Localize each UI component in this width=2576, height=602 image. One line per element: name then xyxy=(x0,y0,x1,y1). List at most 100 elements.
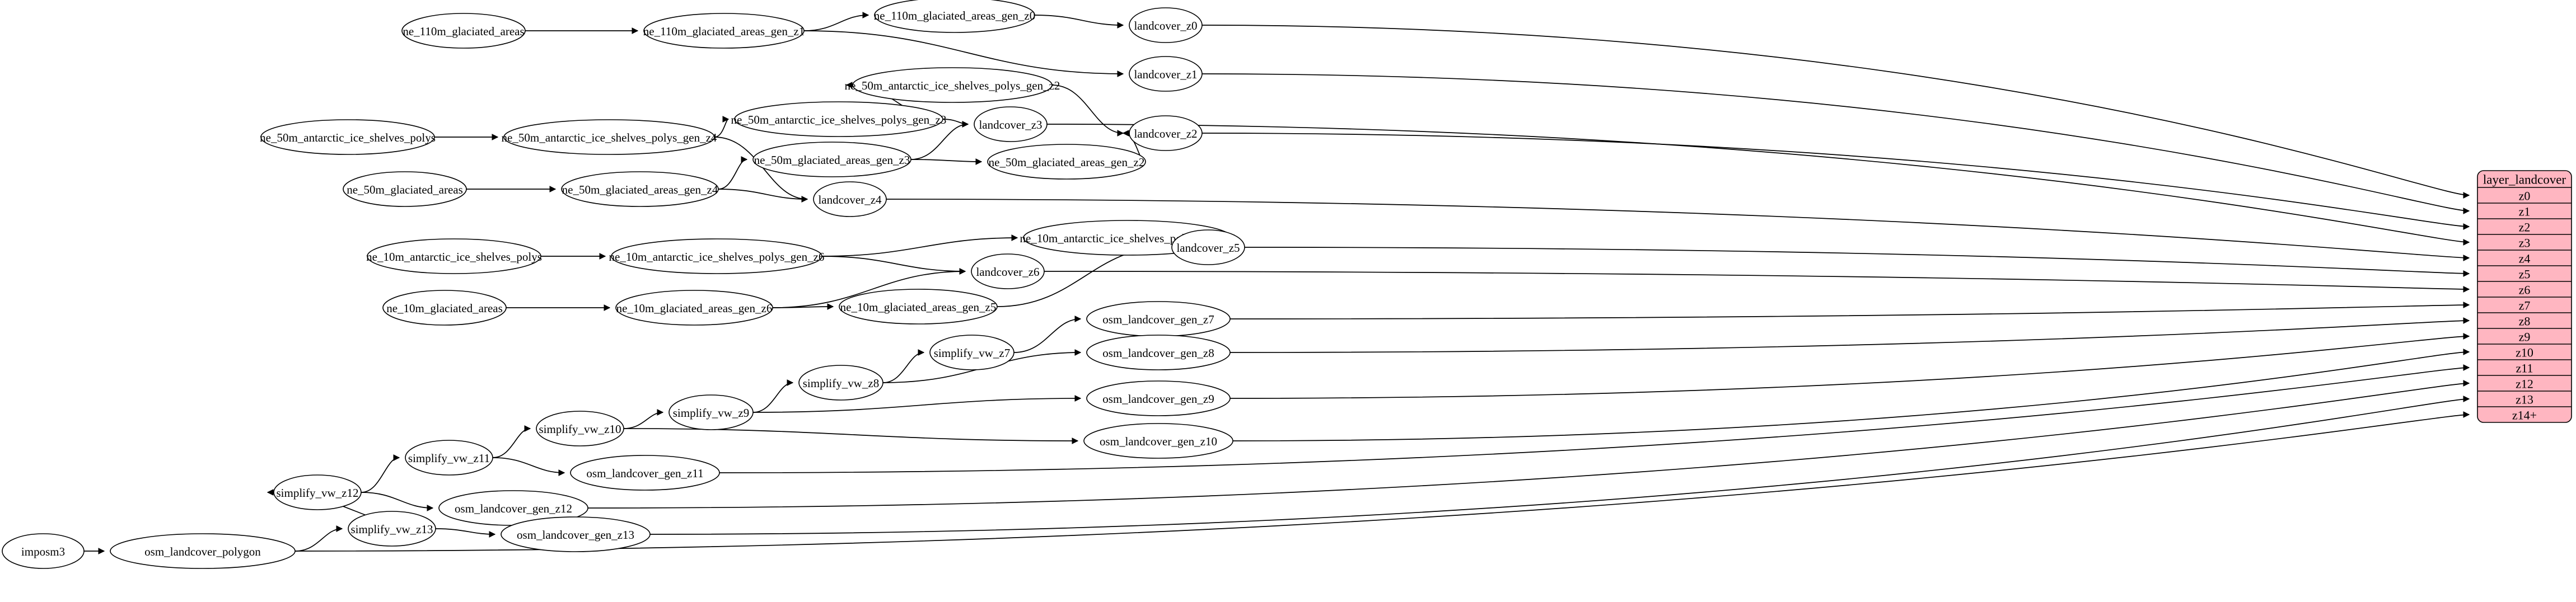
node-shape xyxy=(405,440,493,476)
graph-node-landcover_z6[interactable]: landcover_z6 xyxy=(971,253,1045,289)
graph-edge-osm_landcover_polygon--layer_landcover-z14+ xyxy=(294,411,2470,552)
table-node-layer-landcover[interactable]: layer_landcoverz0z1z2z3z4z5z6z7z8z9z10z1… xyxy=(2477,170,2572,423)
graph-edge-simplify_vw_z9--osm_landcover_gen_z9 xyxy=(752,395,1082,413)
graph-node-ne_50m_glaciated_areas_gen_z4[interactable]: ne_50m_glaciated_areas_gen_z4 xyxy=(561,171,719,207)
graph-node-ne_10m_glaciated_areas_gen_z5[interactable]: ne_10m_glaciated_areas_gen_z5 xyxy=(839,289,998,324)
node-shape xyxy=(852,67,1053,103)
graph-node-osm_landcover_gen_z13[interactable]: osm_landcover_gen_z13 xyxy=(501,516,651,552)
graph-edge-landcover_z2--layer_landcover-z2 xyxy=(1201,133,2470,230)
graph-node-ne_50m_glaciated_areas_gen_z3[interactable]: ne_50m_glaciated_areas_gen_z3 xyxy=(752,142,911,177)
graph-node-landcover_z5[interactable]: landcover_z5 xyxy=(1171,229,1245,265)
node-shape xyxy=(974,106,1048,142)
node-shape xyxy=(668,394,754,430)
graph-node-ne_110m_glaciated_areas_gen_z1[interactable]: ne_110m_glaciated_areas_gen_z1 xyxy=(643,13,805,49)
graph-node-ne_110m_glaciated_areas[interactable]: ne_110m_glaciated_areas xyxy=(401,13,526,49)
graph-node-simplify_vw_z8[interactable]: simplify_vw_z8 xyxy=(798,365,883,401)
graph-edge-ne_50m_antarctic_ice_shelves_polys_gen_z2--landcover_z2 xyxy=(1051,84,1124,137)
graph-node-osm_landcover_polygon[interactable]: osm_landcover_polygon xyxy=(110,533,296,569)
graph-node-osm_landcover_gen_z7[interactable]: osm_landcover_gen_z7 xyxy=(1086,301,1231,337)
node-shape xyxy=(561,171,719,207)
graph-edge-osm_landcover_gen_z9--layer_landcover-z9 xyxy=(1229,333,2470,399)
graph-node-simplify_vw_z13[interactable]: simplify_vw_z13 xyxy=(348,511,436,547)
graph-node-osm_landcover_gen_z9[interactable]: osm_landcover_gen_z9 xyxy=(1086,380,1231,416)
node-shape xyxy=(611,238,822,274)
table-background xyxy=(2477,170,2572,423)
graph-node-ne_50m_antarctic_ice_shelves_polys_gen_z4[interactable]: ne_50m_antarctic_ice_shelves_polys_gen_z… xyxy=(502,119,717,155)
graph-edge-simplify_vw_z10--osm_landcover_gen_z10 xyxy=(623,428,1079,444)
graph-edge-ne_110m_glaciated_areas_gen_z1--ne_110m_glaciated_areas_gen_z0 xyxy=(803,12,869,31)
graph-edge-osm_landcover_gen_z13--layer_landcover-z13 xyxy=(649,396,2470,535)
graph-node-ne_50m_glaciated_areas_gen_z2[interactable]: ne_50m_glaciated_areas_gen_z2 xyxy=(987,144,1146,180)
node-shape xyxy=(813,181,887,217)
graph-edge-simplify_vw_z12--osm_landcover_gen_z12 xyxy=(361,492,434,511)
graph-edge-ne_110m_glaciated_areas_gen_z1--landcover_z1 xyxy=(803,30,1124,77)
graph-node-ne_10m_antarctic_ice_shelves_polys[interactable]: ne_10m_antarctic_ice_shelves_polys xyxy=(366,238,542,274)
node-shape xyxy=(1129,56,1203,92)
graph-edge-osm_landcover_gen_z11--layer_landcover-z11 xyxy=(719,364,2470,473)
node-shape xyxy=(110,533,296,569)
node-shape xyxy=(643,13,805,49)
graph-node-landcover_z1[interactable]: landcover_z1 xyxy=(1129,56,1203,92)
graph-edge-osm_landcover_gen_z10--layer_landcover-z10 xyxy=(1232,349,2470,441)
graph-node-ne_110m_glaciated_areas_gen_z0[interactable]: ne_110m_glaciated_areas_gen_z0 xyxy=(874,0,1035,33)
node-shape xyxy=(260,119,435,155)
node-shape xyxy=(615,290,773,326)
graph-edge-ne_10m_glaciated_areas_gen_z6--landcover_z6 xyxy=(772,268,966,308)
graph-edge-ne_50m_glaciated_areas_gen_z4--landcover_z4 xyxy=(718,189,808,203)
node-shape xyxy=(273,474,362,510)
node-shape xyxy=(874,0,1035,33)
node-shape xyxy=(536,411,624,446)
graph-edge-simplify_vw_z11--osm_landcover_gen_z11 xyxy=(492,457,565,476)
node-shape xyxy=(367,238,541,274)
graph-node-ne_10m_antarctic_ice_shelves_polys_gen_z6[interactable]: ne_10m_antarctic_ice_shelves_polys_gen_z… xyxy=(609,238,825,274)
graph-edge-ne_10m_antarctic_ice_shelves_polys_gen_z6--landcover_z6 xyxy=(821,256,966,275)
graph-edge-ne_110m_glaciated_areas_gen_z0--landcover_z0 xyxy=(1034,15,1124,29)
graph-edge-landcover_z5--layer_landcover-z5 xyxy=(1244,247,2470,277)
graph-edge-simplify_vw_z8--simplify_vw_z7 xyxy=(882,349,925,383)
graph-node-ne_10m_glaciated_areas_gen_z6[interactable]: ne_10m_glaciated_areas_gen_z6 xyxy=(615,290,773,326)
node-shape xyxy=(1086,380,1231,416)
node-shape xyxy=(348,511,436,547)
graph-edge-ne_50m_glaciated_areas_gen_z3--ne_50m_glaciated_areas_gen_z2 xyxy=(910,158,983,165)
graph-node-landcover_z0[interactable]: landcover_z0 xyxy=(1129,7,1203,43)
graph-node-ne_50m_antarctic_ice_shelves_polys_gen_z3[interactable]: ne_50m_antarctic_ice_shelves_polys_gen_z… xyxy=(731,101,947,137)
graph-node-osm_landcover_gen_z10[interactable]: osm_landcover_gen_z10 xyxy=(1083,423,1233,459)
node-shape xyxy=(798,365,883,401)
node-shape xyxy=(971,253,1045,289)
node-shape xyxy=(1083,423,1233,459)
graph-edge-ne_50m_antarctic_ice_shelves_polys_gen_z3--landcover_z3 xyxy=(942,119,969,128)
graph-edge-ne_10m_antarctic_ice_shelves_polys_gen_z6--ne_10m_antarctic_ice_shelves_polys_gen_z5 xyxy=(821,234,1018,257)
graph-node-simplify_vw_z12[interactable]: simplify_vw_z12 xyxy=(273,474,362,510)
graph-edge-simplify_vw_z13--osm_landcover_gen_z13 xyxy=(435,528,496,538)
node-shape xyxy=(1129,7,1203,43)
graph-edge-ne_50m_antarctic_ice_shelves_polys_gen_z4--ne_50m_antarctic_ice_shelves_polys_gen_z3 xyxy=(714,116,730,138)
graph-edge-landcover_z0--layer_landcover-z0 xyxy=(1201,25,2470,199)
node-shape xyxy=(503,119,715,155)
graph-node-simplify_vw_z7[interactable]: simplify_vw_z7 xyxy=(929,335,1014,370)
graph-node-osm_landcover_gen_z8[interactable]: osm_landcover_gen_z8 xyxy=(1086,335,1231,370)
graph-node-landcover_z4[interactable]: landcover_z4 xyxy=(813,181,887,217)
graph-node-ne_50m_glaciated_areas[interactable]: ne_50m_glaciated_areas xyxy=(343,171,467,207)
node-shape xyxy=(501,516,651,552)
graph-node-landcover_z3[interactable]: landcover_z3 xyxy=(974,106,1048,142)
graph-node-simplify_vw_z9[interactable]: simplify_vw_z9 xyxy=(668,394,754,430)
node-shape xyxy=(752,142,911,177)
graph-edge-osm_landcover_gen_z12--layer_landcover-z12 xyxy=(587,380,2470,509)
graph-edge-simplify_vw_z7--osm_landcover_gen_z7 xyxy=(1013,316,1082,353)
graph-node-ne_50m_antarctic_ice_shelves_polys_gen_z2[interactable]: ne_50m_antarctic_ice_shelves_polys_gen_z… xyxy=(845,67,1060,103)
graph-node-simplify_vw_z10[interactable]: simplify_vw_z10 xyxy=(536,411,624,446)
node-shape xyxy=(987,144,1146,180)
graph-node-simplify_vw_z11[interactable]: simplify_vw_z11 xyxy=(405,440,493,476)
graph-node-ne_50m_antarctic_ice_shelves_polys[interactable]: ne_50m_antarctic_ice_shelves_polys xyxy=(260,119,436,155)
graph-edge-osm_landcover_gen_z7--layer_landcover-z7 xyxy=(1229,302,2470,319)
graph-node-imposm3[interactable]: imposm3 xyxy=(2,533,85,569)
graph-edge-landcover_z3--layer_landcover-z3 xyxy=(1046,124,2470,246)
graph-edge-osm_landcover_gen_z8--layer_landcover-z8 xyxy=(1229,317,2470,353)
graph-node-osm_landcover_gen_z11[interactable]: osm_landcover_gen_z11 xyxy=(570,455,720,491)
graph-node-ne_10m_glaciated_areas[interactable]: ne_10m_glaciated_areas xyxy=(382,290,507,326)
graph-edge-simplify_vw_z9--simplify_vw_z8 xyxy=(752,379,794,413)
graph-edge-simplify_vw_z10--simplify_vw_z9 xyxy=(623,409,664,429)
node-shape xyxy=(1171,229,1245,265)
graph-node-landcover_z2[interactable]: landcover_z2 xyxy=(1129,115,1203,151)
